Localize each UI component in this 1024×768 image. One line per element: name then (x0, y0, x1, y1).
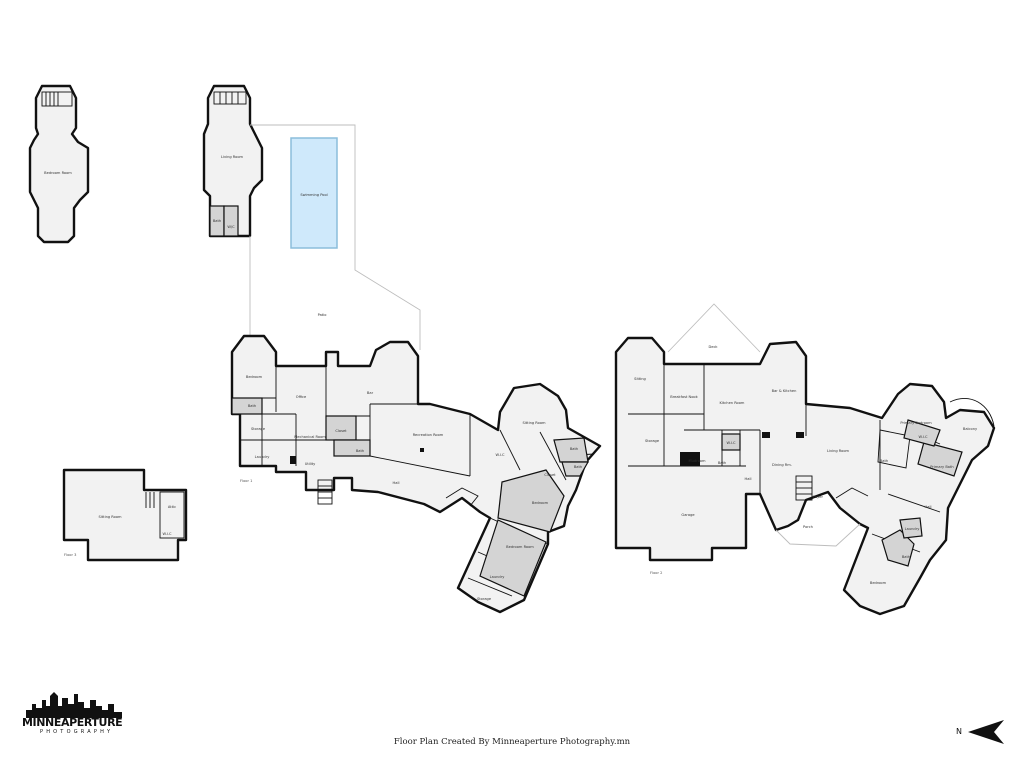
north-arrow-icon (968, 720, 1004, 744)
room-label: Attic (168, 505, 176, 509)
room-label: Bath (902, 555, 910, 559)
tower-living-level: Living Room Bath W/C (202, 84, 264, 238)
room-label: Laundry (905, 527, 921, 531)
swimming-pool (290, 137, 338, 249)
floor-2-bath3-room (881, 529, 915, 567)
compass: N (956, 720, 1006, 744)
room-label: Deck (708, 345, 718, 349)
room-label: Primary Bedroom (900, 421, 932, 425)
room-label: Sitting (634, 377, 646, 381)
floor-1-bath2-room (333, 439, 371, 457)
room-label: W.I.C (163, 532, 172, 536)
logo-tagline: PHOTOGRAPHY (40, 729, 114, 735)
room-label: Swimming Pool (300, 193, 327, 197)
floor-2-primary-bath-room (917, 441, 963, 477)
porch-outline (775, 523, 861, 547)
tower-upper-outline (28, 84, 90, 244)
room-label: Garage (681, 513, 695, 517)
room-label: Hall (745, 477, 752, 481)
room-label: Bedroom Room (506, 545, 534, 549)
floor-label: Floor 1 (240, 479, 252, 483)
floor-2-plan: Sitting Deck Breakfast Nook Kitchen Room… (614, 303, 996, 616)
tower-living-outline (202, 84, 264, 238)
room-label: Breakfast Nook (670, 395, 698, 399)
floor-3-outline (62, 468, 188, 562)
room-label: Bar (367, 391, 374, 395)
pool-patio: Swimming Pool Patio (249, 124, 421, 350)
floor-1-spiral-stair (445, 487, 479, 507)
floor-2-curved-stair (835, 487, 869, 499)
room-label: Patio (318, 313, 327, 317)
floor-2-wic-room (721, 433, 741, 451)
room-label: Bath (248, 404, 256, 408)
room-label: Closet (544, 473, 556, 477)
compass-letter: N (956, 727, 962, 736)
room-label: W.I.C (919, 435, 928, 439)
room-label: Closet (335, 429, 347, 433)
room-label: Foyer (813, 495, 823, 499)
floor-1-bedroom-room-shade (479, 519, 547, 597)
floor-label: Floor 2 (650, 571, 662, 575)
logo-wordmark: MINNEAPERTURE (22, 716, 123, 729)
room-label: Sitting Room (522, 421, 546, 425)
tower-stairs (213, 91, 247, 105)
tower-upper-level: Bedroom Room (28, 84, 90, 244)
floor-1-bedroom-shade (497, 469, 565, 533)
room-label: Bath (574, 465, 582, 469)
room-label: Mechanical Room (294, 435, 326, 439)
room-label: Bedroom (870, 581, 887, 585)
room-label: Bath (356, 449, 364, 453)
company-logo: MINNEAPERTURE PHOTOGRAPHY (22, 692, 130, 740)
floor-1-bath4-room (561, 461, 590, 477)
room-label: Bath (570, 447, 578, 451)
floor-2-laundry-room (899, 517, 923, 539)
room-label: Bar & Kitchen (772, 389, 797, 393)
room-label: Living Room (221, 155, 244, 159)
room-label: Hall (393, 481, 400, 485)
room-label: Bath (718, 461, 726, 465)
room-label: Storage (477, 597, 492, 601)
room-label: Primary Bath (930, 465, 953, 469)
room-label: Porch (803, 525, 813, 529)
room-label: Mudroom (689, 459, 706, 463)
floor-label: Floor 3 (64, 553, 76, 557)
patio-outline (249, 124, 421, 350)
room-label: Balcony (963, 427, 978, 431)
room-label: Hall (925, 505, 932, 509)
room-label: Office (296, 395, 307, 399)
deck-outline (667, 303, 761, 353)
floor-1-bath-room (231, 397, 263, 415)
tower-upper-stairs (41, 91, 73, 107)
room-label: Sitting Room (98, 515, 122, 519)
room-label: W.I.C (496, 453, 505, 457)
plan-caption: Floor Plan Created By Minneaperture Phot… (393, 737, 631, 747)
room-label: Storage (645, 439, 660, 443)
floor-2-wic2-room (903, 419, 941, 447)
room-label: W/C (227, 225, 235, 229)
room-label: Storage (251, 427, 266, 431)
room-label: Recreation Room (413, 433, 444, 437)
room-label: Kitchen Room (720, 401, 745, 405)
room-label: Laundry (255, 455, 271, 459)
room-label: Bedroom (246, 375, 263, 379)
room-label: Bedroom (532, 501, 549, 505)
tower-wc-room (223, 205, 239, 237)
room-label: Utility (305, 462, 316, 466)
room-label: Bath (880, 459, 888, 463)
floor-2-balcony-arc (949, 398, 995, 427)
room-label: Laundry (490, 575, 506, 579)
room-label: W.I.C (727, 441, 736, 445)
floor-3-plan: Sitting Room Attic W.I.C Floor 3 (62, 468, 188, 562)
floor-2-tub (877, 429, 911, 469)
room-label: Living Room (827, 449, 850, 453)
floor-3-wic (159, 491, 185, 539)
skyline-icon (26, 692, 122, 718)
floor-1-plan: Bedroom Bath Office Bar Storage Laundry … (230, 334, 602, 614)
floor-1-closet-room (325, 415, 357, 441)
room-label: Dining Rm. (772, 463, 792, 467)
room-label: Bedroom Room (44, 171, 72, 175)
room-label: Bath (213, 219, 221, 223)
